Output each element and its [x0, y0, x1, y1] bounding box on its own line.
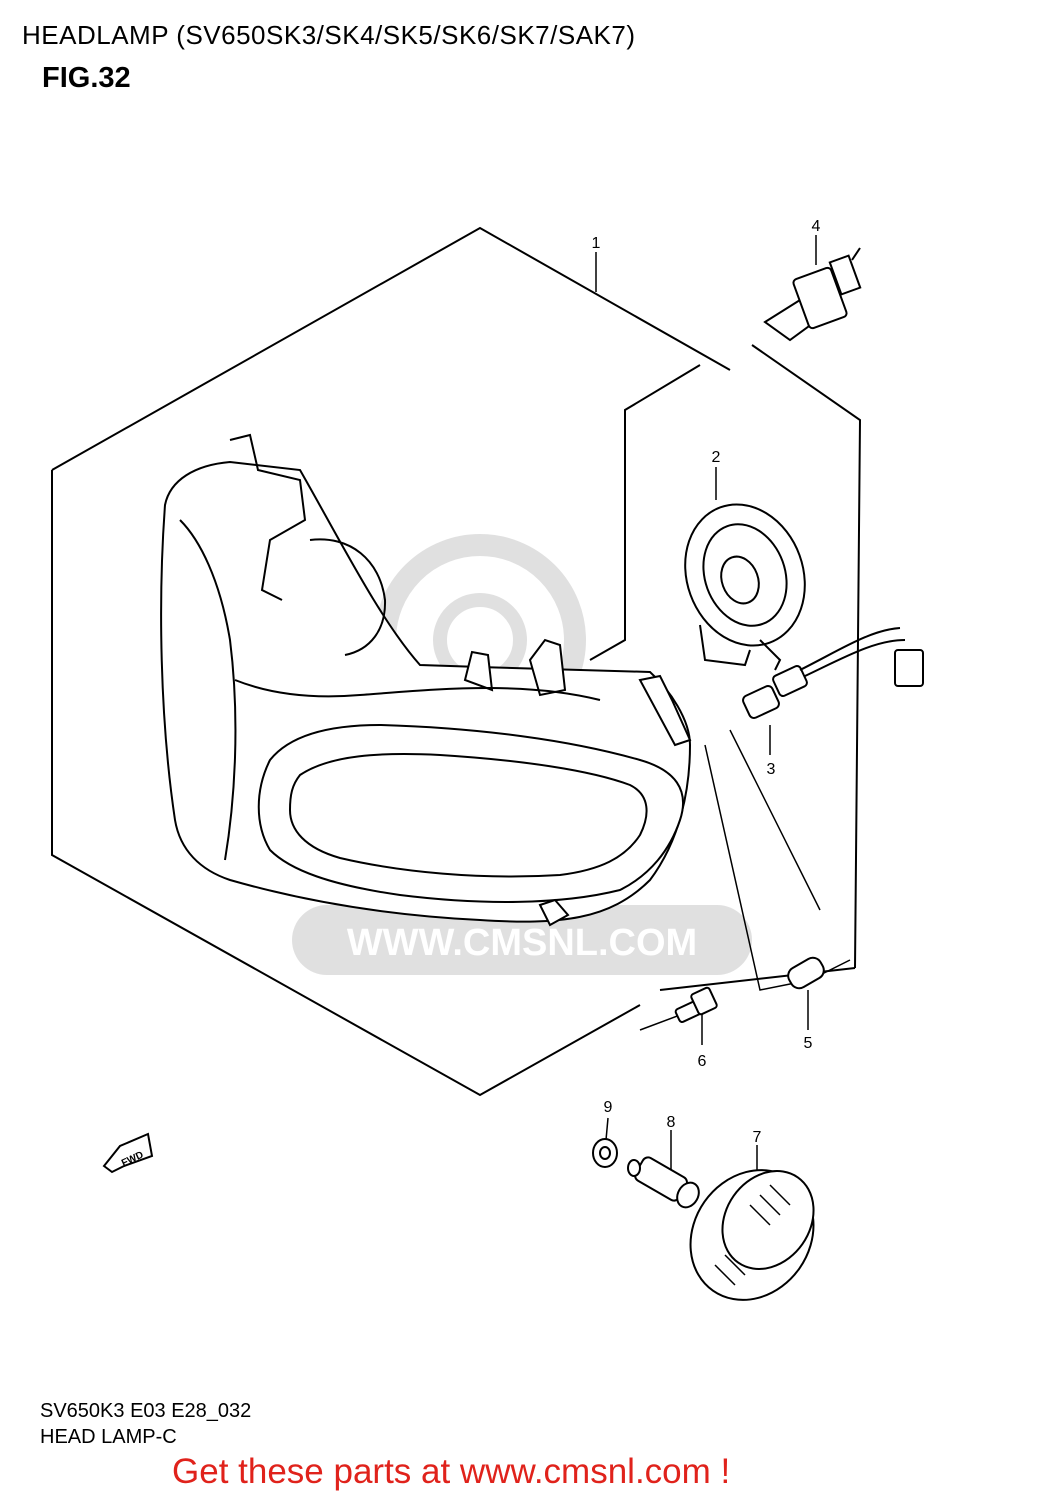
callout-6: 6 [698, 1053, 707, 1070]
headlamp-top-mount [229, 433, 307, 601]
headlamp-reflector-left [179, 519, 237, 861]
part-3-socket-harness [742, 627, 924, 719]
page-title: HEADLAMP (SV650SK3/SK4/SK5/SK6/SK7/SAK7) [22, 20, 636, 50]
callout-3: 3 [767, 761, 776, 778]
callout-4: 4 [812, 218, 821, 235]
part-9-washer [592, 1138, 618, 1168]
part-4-bulb [763, 247, 862, 342]
headlamp-bottom-tab [538, 898, 570, 927]
headlamp-lens-inner [288, 753, 648, 878]
watermark-url: WWW.CMSNL.COM [347, 922, 697, 964]
part-8-spacer [627, 1156, 700, 1209]
headlamp-rear-boss [309, 538, 387, 656]
footer-cta-link[interactable]: Get these parts at www.cmsnl.com ! [172, 1452, 731, 1491]
callout-7: 7 [753, 1129, 762, 1146]
headlamp-upper-tab-2 [463, 650, 494, 692]
callout-8: 8 [667, 1114, 676, 1131]
leader-lines [595, 235, 851, 1170]
callout-1: 1 [592, 235, 601, 252]
callout-9: 9 [604, 1099, 613, 1116]
figure-number: FIG.32 [42, 62, 131, 94]
headlamp-unit [160, 433, 692, 927]
part-2-socket-cover [684, 503, 806, 671]
callout-5: 5 [804, 1035, 813, 1052]
watermark-url-band [292, 905, 752, 975]
callout-labels: 1 2 3 4 5 6 7 8 9 [592, 218, 821, 1146]
headlamp-edge-line [234, 679, 601, 701]
diagram-code: SV650K3 E03 E28_032 [40, 1400, 252, 1422]
diagram-name: HEAD LAMP-C [40, 1426, 177, 1448]
headlamp-side-tab [638, 674, 692, 747]
part-6-screw [674, 986, 718, 1023]
forward-arrow: FWD [102, 1132, 154, 1174]
part-7-lamp-lens [689, 1169, 815, 1301]
part-5-position-bulb [787, 956, 825, 990]
callout-2: 2 [712, 449, 721, 466]
